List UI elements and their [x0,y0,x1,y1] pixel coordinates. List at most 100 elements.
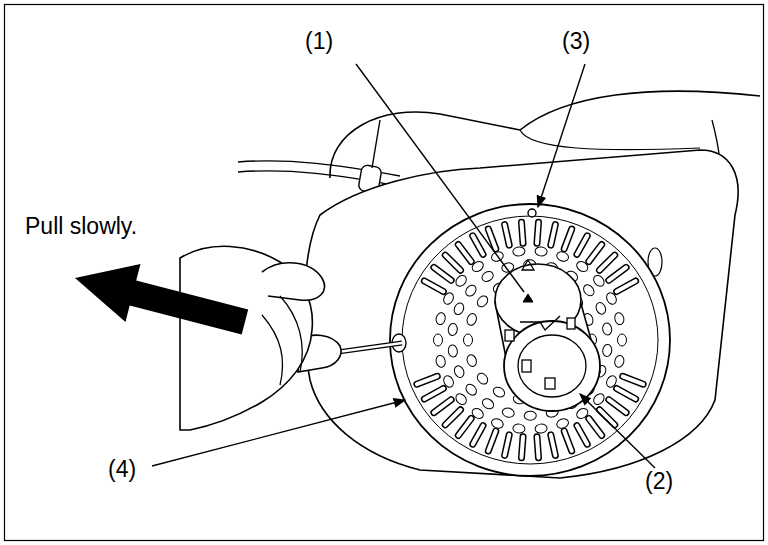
cover-slot [424,281,443,292]
cover-hole [618,334,627,346]
cover-slot [458,245,471,262]
cover-hole [605,374,619,389]
cover-hole [535,423,548,433]
finger [262,315,283,385]
cover-slot [551,435,556,456]
starter-cover-rim [402,216,658,464]
cover-hole [555,250,569,263]
cover-slot-opening [445,410,460,425]
cover-hole [581,283,596,298]
cover-hole [442,291,456,306]
cover-hole [475,371,490,386]
cover-slot [609,267,626,280]
cover-slot-opening [577,236,587,255]
pulley-notch [520,316,560,330]
cover-slot [599,410,614,425]
cover-slot-opening [589,245,602,262]
cover-slot-opening [434,400,451,413]
cover-hole [452,301,465,316]
callout-number: (2) [645,468,673,494]
starter-cover [390,204,670,476]
cover-slot [577,236,587,255]
cover-hole [475,294,490,309]
cover-slot-opening [473,236,483,255]
cover-slot [488,431,496,451]
cover-slot-opening [623,376,643,384]
cover-slot-opening [617,281,636,292]
cover-hole [605,291,619,306]
cover-hole [454,392,469,407]
pulley-front [504,321,600,411]
cover-hole [492,385,507,399]
cover-hole [465,353,478,367]
cover-hole [448,344,459,357]
cover-hole [592,273,607,288]
cover-slot [521,437,523,458]
cover-slot-opening [551,225,556,246]
pulley-slot [522,360,531,372]
screwdriver-shaft-fill [338,343,402,352]
cover-slot-opening [537,222,539,243]
cover-hole [614,312,626,326]
cover-slot [505,225,510,246]
cover-slot-opening [599,410,614,425]
pulley-slot [567,318,575,329]
cover-slot [537,222,539,243]
cover-slot-opening [473,426,483,445]
cover-slot-opening [551,435,556,456]
cover-hole [481,397,496,411]
cover-slot [445,410,460,425]
callout-number: (1) [305,28,333,54]
cover-slot-opening [617,389,636,400]
cover-slot-opening [417,376,437,384]
screwdriver-shaft [338,343,402,352]
cover-hole [464,334,473,346]
leader-line [356,64,524,292]
engine-housing [304,150,738,478]
cover-hole [435,354,447,368]
thumb [262,263,325,300]
cover-hole [447,323,458,336]
pulley-bore [518,335,586,397]
cover-slot [577,426,587,445]
cover-slot-opening [599,255,614,270]
mark-triangle [522,260,534,270]
cover-hole [594,301,607,316]
callout-number: (3) [562,28,590,54]
cover-hole [512,246,525,256]
cover-slot [473,236,483,255]
cover-hole [464,283,479,298]
cover-hole [602,322,613,335]
cover-slot-opening [521,222,523,243]
pulley-slot [505,330,514,341]
cover-slot-opening [564,431,572,451]
cover-hole [470,259,485,273]
cover-hole [464,382,479,397]
leader-line [580,394,655,468]
cover-hole [528,209,536,217]
cover-hole [453,364,466,379]
cover-hole [575,406,590,420]
callout-number: (4) [108,456,136,482]
cover-slot-opening [458,245,471,262]
finger [280,296,302,372]
cover-hole [555,417,569,430]
lever-rod [372,120,380,168]
cover-slot-opening [424,281,443,292]
cover-hole [501,407,515,419]
cover-hole [454,273,469,288]
cover-slot-opening [577,426,587,445]
cover-hole [435,312,447,326]
leader-line [538,64,585,207]
cover-hole [614,354,626,368]
cover-hole [592,392,607,407]
cover-slot [617,389,636,400]
cover-slot [445,255,460,270]
cover-slot-opening [505,435,510,456]
cover-hole [434,334,443,346]
cover-slot [551,225,556,246]
leader-line [152,400,405,466]
cover-slot-opening [424,389,443,400]
cover-hole [465,312,478,326]
cover-slot [589,245,602,262]
